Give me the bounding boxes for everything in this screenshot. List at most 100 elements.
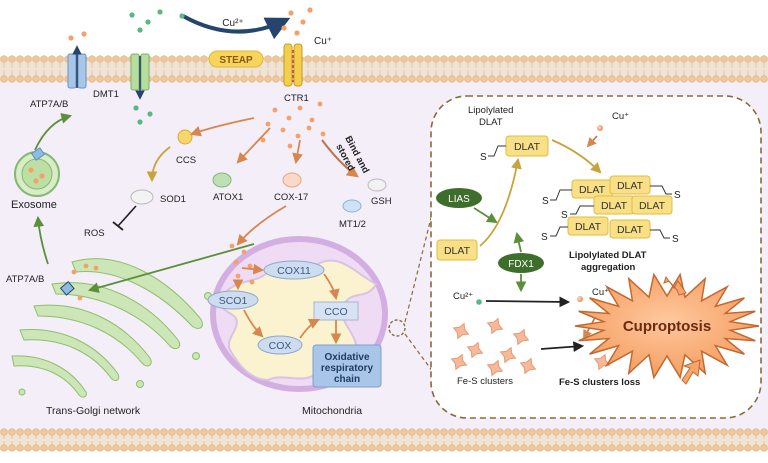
fdx1-label: FDX1 [508,259,534,270]
arrow-to-atox1 [236,127,271,164]
agg-s-2: S [674,190,681,201]
sod1-label: SOD1 [160,194,186,205]
aggregation-to-cuproptosis-arrow [663,275,687,296]
cox11-protein [263,260,325,280]
cox-protein [257,335,303,355]
fe-s-cluster-icon [450,353,468,371]
oxidative-label-1: Oxidative [324,352,369,363]
mitochondria-label: Mitochondria [302,405,362,417]
cu1-top-label: Cu⁺ [314,36,332,47]
inset-cu1-ion [597,125,603,131]
golgi-atp7ab-icon [59,281,75,296]
sod1-inhibits-ros [117,205,137,227]
arrow-golgi-to-exosome [33,215,49,265]
cox17-protein [282,172,302,188]
dlat-plain-box [436,239,478,261]
lipolylated-dlat-label-1: Lipolylated [468,105,513,116]
fe-s-cluster-icon [593,353,611,371]
arrow-atox1-to-golgi [87,243,255,293]
mt12-label: MT1/2 [339,219,366,230]
trans-golgi-label: Trans-Golgi network [46,405,141,417]
inset-cu1-label-2: Cu⁺ [592,287,609,298]
dlat-aggregate [550,175,673,239]
lias-pill [436,188,482,208]
cox11-label: COX11 [277,265,311,277]
exosome-label: Exosome [11,199,57,211]
agg-s-4: S [541,232,548,243]
arrow-to-ccs [189,117,255,137]
ctr1-transporter [283,43,303,87]
fe-s-cluster-icon [452,322,470,340]
agg-s-1: S [542,196,549,207]
arrow-cox17-to-mito [236,205,287,246]
lipolylated-dlat-box-label: DLAT [514,141,541,153]
gsh-molecule [367,178,387,192]
plasma-membrane-top [0,55,768,83]
agg-s-3: S [561,210,568,221]
arrow-bind-stored [321,139,359,178]
arrow-fdx1-up [513,231,525,253]
atp7ab-top-label: ATP7A/B [30,99,68,110]
atox1-protein [212,172,232,188]
cu2-top-label: Cu²⁺ [222,18,243,29]
fe-s-cluster-icon [499,346,517,364]
fe-s-cluster-icon [466,341,484,359]
oxidative-chain-box [312,344,382,388]
mt12-molecule [342,199,362,213]
exosome-transporter-icon [30,147,46,161]
cco-label: CCO [324,306,347,318]
mito-cu-ions [229,243,255,285]
steap-label: STEAP [219,55,253,66]
sco1-label: SCO1 [219,295,248,307]
sco1-protein [207,290,259,310]
zoom-circle [388,319,406,337]
golgi-cu-ions [71,263,99,301]
extracellular-cu2-ions [129,9,185,33]
plasma-membrane-bottom [0,428,768,452]
arrow-to-aggregation [551,139,602,174]
gsh-label: GSH [371,196,392,207]
oxidative-label-3: chain [334,374,360,385]
ccs-label: CCS [176,155,196,166]
inset-cu1-label: Cu⁺ [612,111,629,122]
oxidative-label-2: respiratory [321,363,374,374]
cox17-label: COX-17 [274,192,308,203]
steap-reduction-arrow [182,14,291,40]
inset-cu2-label: Cu²⁺ [453,291,473,302]
aggregation-label-2: aggregation [581,262,636,273]
agg-dlat-5: DLAT [575,221,602,233]
inset-cu1-ion-2 [577,296,583,302]
fes-clusters-label: Fe-S clusters [457,376,513,387]
inset-cu2-ion [476,299,482,305]
fe-s-cluster-icon [512,328,530,346]
agg-s-5: S [672,234,679,245]
arrow-to-cox17 [292,139,303,165]
fes-loss-to-cuproptosis-arrow [681,359,701,385]
fdx1-pill [498,253,544,273]
ros-label: ROS [84,228,105,239]
ccs-protein [177,129,193,145]
steap-badge [208,50,264,68]
arrow-cu2-to-cu1 [485,296,571,308]
fe-s-cluster-icon [486,359,504,377]
s-label-single: S [480,152,487,163]
intracellular-cu1-cluster [260,101,326,149]
agg-dlat-4: DLAT [639,200,666,212]
atp7ab-membrane-transporter [67,31,87,89]
agg-dlat-1: DLAT [579,184,606,196]
trans-golgi-network [11,258,218,398]
cuproptosis-burst [574,272,760,380]
fe-s-clusters [450,317,611,377]
ctr1-label: CTR1 [284,93,309,104]
arrow-dlat-lipolylation [479,157,522,247]
atox1-label: ATOX1 [213,192,243,203]
cuproptosis-label: Cuproptosis [623,318,711,335]
fe-s-cluster-icon [486,317,504,335]
arrow-exosome-to-atp7ab [34,113,73,151]
lias-label: LIAS [448,194,470,205]
fes-loss-label: Fe-S clusters loss [559,377,640,388]
aggregation-label-1: Lipolylated DLAT [569,250,647,261]
sod1-protein [130,189,154,205]
cox-label: COX [269,340,292,352]
